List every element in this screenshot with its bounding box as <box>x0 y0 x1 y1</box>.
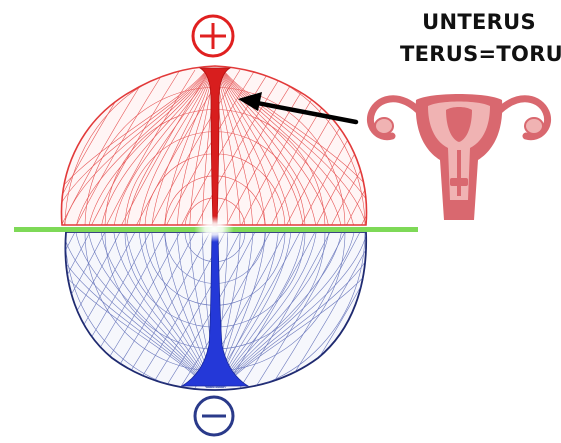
negative-sign-icon <box>195 397 233 435</box>
label-line-1: UNTERUS <box>400 6 558 38</box>
uterus-label: UNTERUS TERUS=TORU <box>400 6 558 70</box>
positive-sign-icon <box>193 16 233 56</box>
mesh-line <box>0 232 60 388</box>
central-glow <box>194 216 234 242</box>
label-line-2: TERUS=TORU <box>400 38 558 70</box>
mesh-line <box>0 232 75 388</box>
mesh-line <box>0 232 45 388</box>
uterus-icon <box>370 94 547 220</box>
